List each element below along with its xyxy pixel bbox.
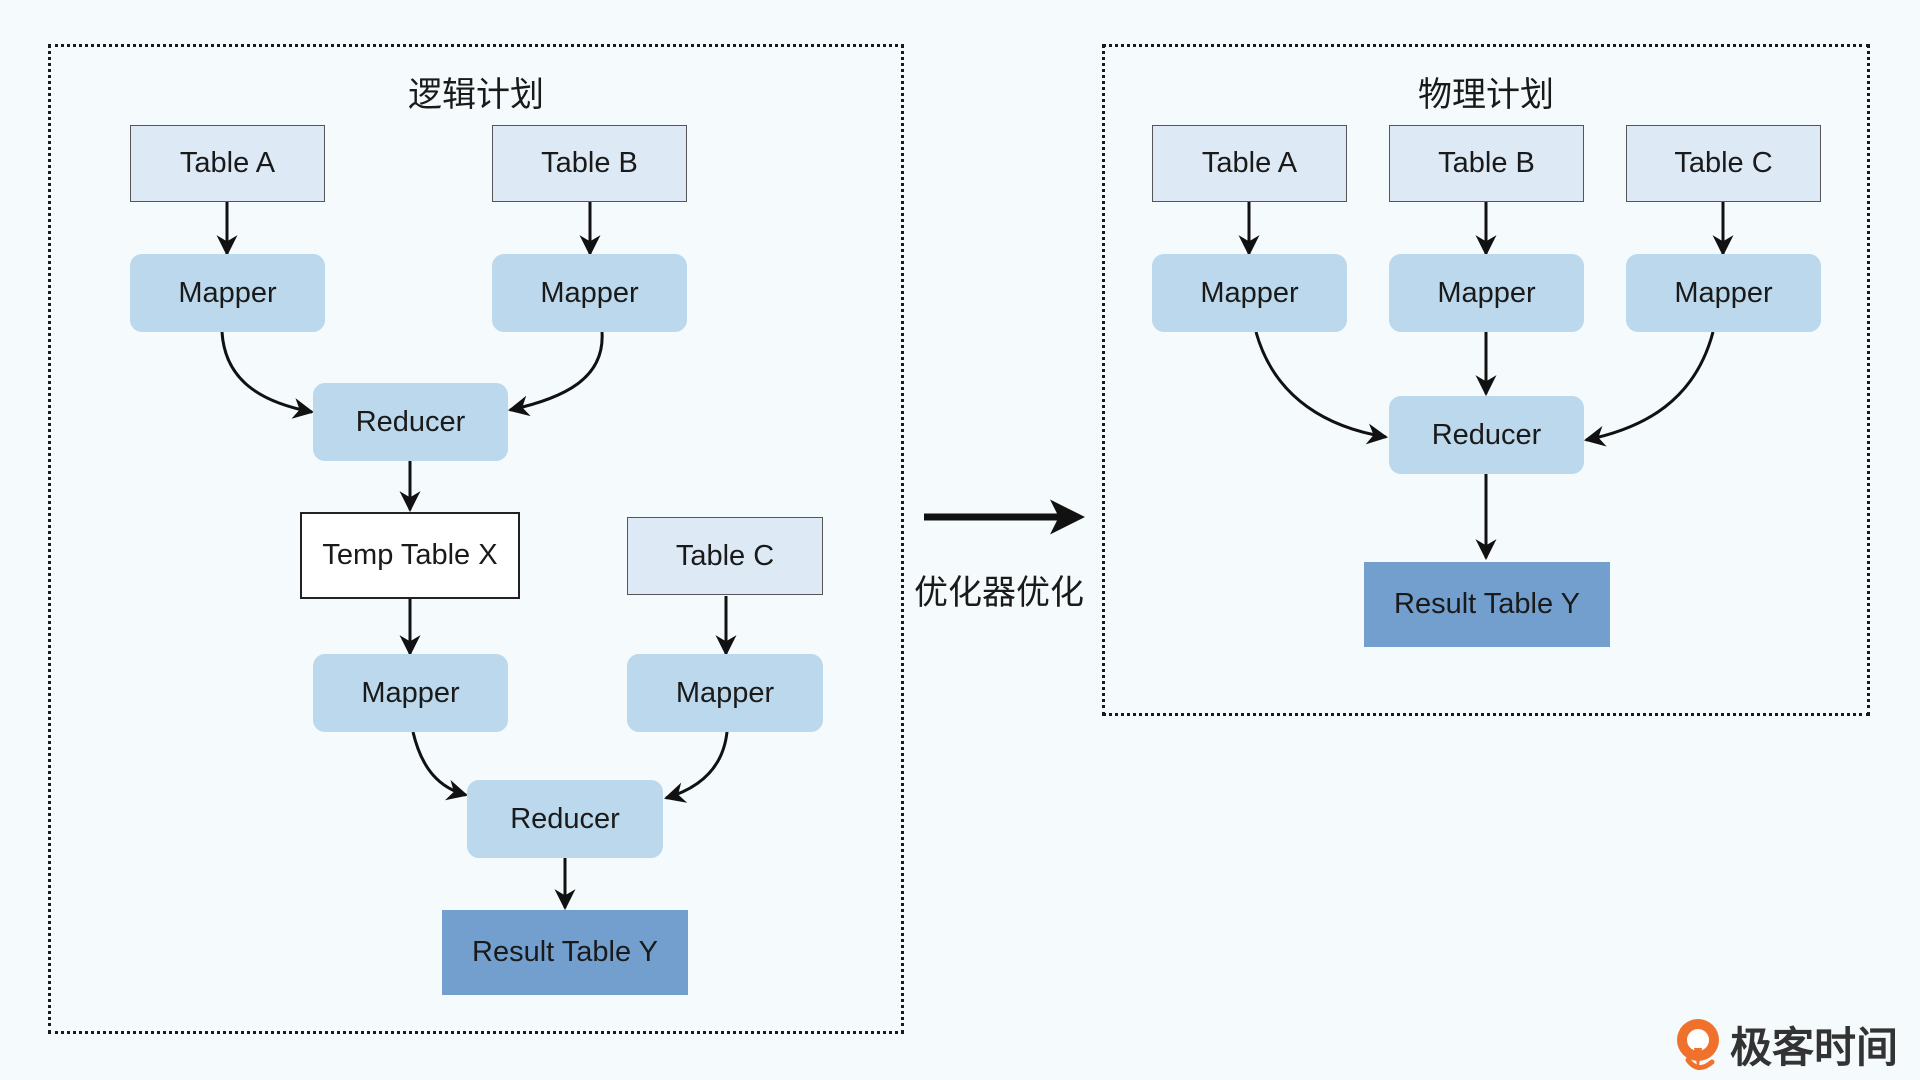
logical-reducer-1: Reducer (313, 383, 508, 461)
physical-plan-title: 物理计划 (1418, 75, 1554, 115)
geektime-logo: 极客时间 (1672, 1014, 1898, 1075)
edge-phys-mapper-a-to-reducer (1254, 331, 1389, 445)
physical-reducer: Reducer (1389, 396, 1584, 474)
logical-mapper-a: Mapper (130, 254, 325, 332)
logical-table-c: Table C (627, 517, 823, 595)
edge-phys-mapper-c-to-reducer (1583, 331, 1715, 447)
logical-mapper-b: Mapper (492, 254, 687, 332)
logical-reducer-2: Reducer (467, 780, 663, 858)
logical-temp-table-x: Temp Table X (300, 512, 520, 599)
physical-table-a: Table A (1152, 125, 1347, 202)
logical-plan-title: 逻辑计划 (408, 75, 544, 115)
physical-table-c: Table C (1626, 125, 1821, 202)
physical-table-b: Table B (1389, 125, 1584, 202)
physical-result-table-y: Result Table Y (1364, 562, 1610, 647)
edge-mapper-a-to-reducer (220, 331, 315, 419)
physical-mapper-b: Mapper (1389, 254, 1584, 332)
edge-mapper-c-to-reducer (663, 731, 729, 803)
edge-mapper-b-to-reducer (507, 331, 604, 417)
physical-mapper-a: Mapper (1152, 254, 1347, 332)
physical-mapper-c: Mapper (1626, 254, 1821, 332)
logical-result-table-y: Result Table Y (442, 910, 688, 995)
logical-mapper-x: Mapper (313, 654, 508, 732)
geektime-logo-text: 极客时间 (1730, 1023, 1899, 1072)
optimizer-label: 优化器优化 (914, 573, 1084, 613)
logical-table-b: Table B (492, 125, 687, 202)
logical-plan-panel: 逻辑计划 (48, 44, 904, 1034)
edge-mapper-x-to-reducer (411, 731, 469, 801)
physical-plan-panel: 物理计划 (1102, 44, 1870, 716)
logical-table-a: Table A (130, 125, 325, 202)
logical-mapper-c: Mapper (627, 654, 823, 732)
geektime-logo-icon (1677, 1018, 1719, 1071)
